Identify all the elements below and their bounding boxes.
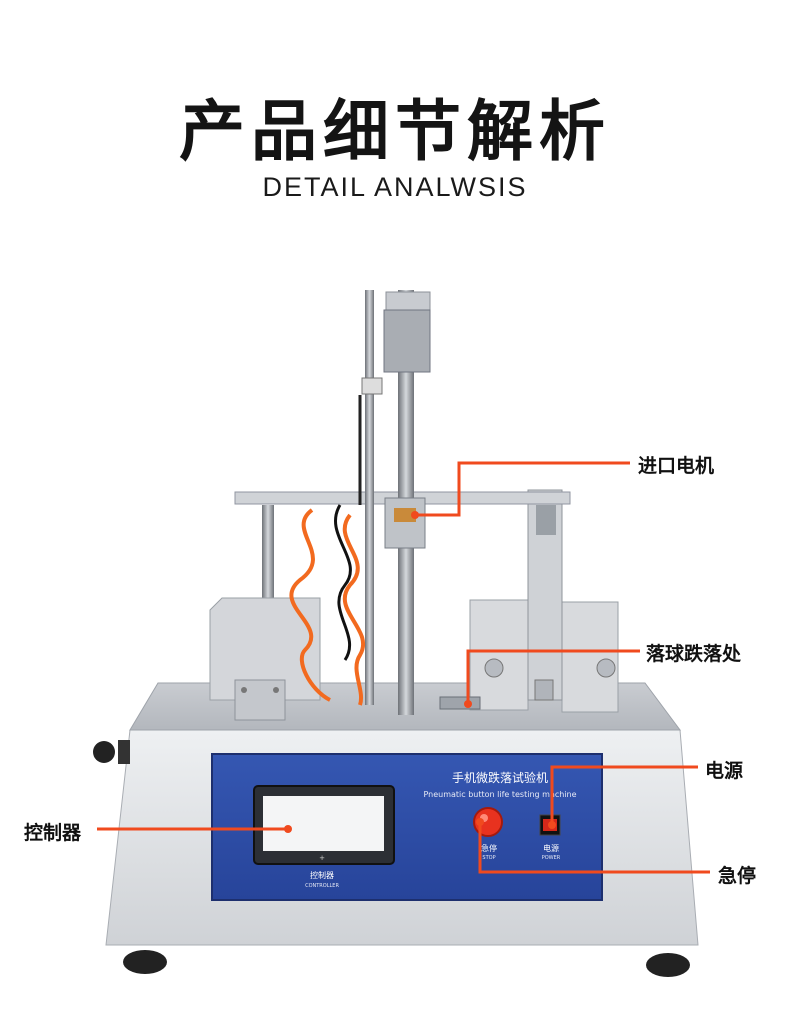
motor-housing <box>383 309 431 373</box>
air-tube-1 <box>289 508 331 702</box>
top-bracket <box>385 291 431 313</box>
panel-controller-en: CONTROLLER <box>305 883 339 889</box>
callout-dot-stop <box>476 818 484 826</box>
slider-block <box>384 497 426 549</box>
foot-right <box>646 953 690 977</box>
callout-line-power <box>550 765 698 825</box>
panel-power-en: POWER <box>542 855 561 861</box>
callout-line-motor <box>415 461 630 517</box>
callout-motor-label: 进口电机 <box>638 455 715 477</box>
foot-left <box>123 950 167 974</box>
panel-stop-en: STOP <box>482 855 495 861</box>
callout-dot-motor <box>411 511 419 519</box>
callout-stop-label: 急停 <box>718 865 757 887</box>
page-title-cn: 产品细节解析 <box>179 93 611 170</box>
panel-title-cn: 手机微跌落试验机 <box>452 770 548 785</box>
callout-dot-controller <box>284 825 292 833</box>
callout-controller-label: 控制器 <box>24 822 82 844</box>
guide-rod-left <box>365 290 374 705</box>
callout-dot-drop-point <box>464 700 472 708</box>
panel-title-en: Pneumatic button life testing machine <box>423 790 576 799</box>
left-fixture <box>209 597 321 701</box>
right-fixture-b <box>561 601 619 713</box>
svg-text:+: + <box>319 854 325 862</box>
panel-power-cn: 电源 <box>543 843 559 853</box>
left-post <box>262 505 274 605</box>
controller-screen <box>263 796 384 851</box>
side-knob-icon <box>93 741 115 763</box>
panel-controller-cn: 控制器 <box>310 870 334 880</box>
callout-power-label: 电源 <box>705 760 744 782</box>
callout-line-drop-point <box>466 649 640 704</box>
right-fixture-a <box>469 599 529 711</box>
callout-line-stop <box>478 822 710 874</box>
callout-drop-point-label: 落球跌落处 <box>646 643 742 665</box>
panel-stop-cn: 急停 <box>481 843 497 853</box>
callout-dot-power <box>548 821 556 829</box>
page-title-en: DETAIL ANALWSIS <box>262 172 528 202</box>
air-tube-2 <box>342 513 365 706</box>
